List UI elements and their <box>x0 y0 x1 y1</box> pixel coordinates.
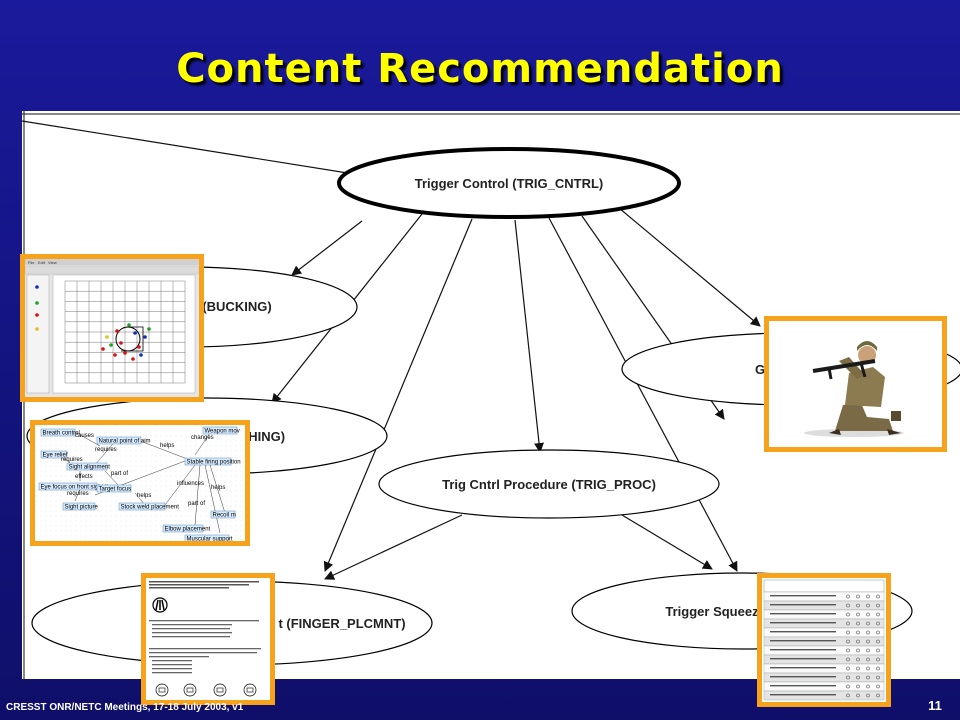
concept-link-label: helps <box>211 485 225 491</box>
svg-text:Sight picture: Sight picture <box>65 504 99 510</box>
svg-text:Trig Cntrl Procedure (TRIG_PRO: Trig Cntrl Procedure (TRIG_PROC) <box>442 477 656 492</box>
test-items-thumbnail[interactable] <box>141 573 275 705</box>
svg-text:Trigger Control (TRIG_CNTRL): Trigger Control (TRIG_CNTRL) <box>415 176 604 191</box>
svg-text:Breath control: Breath control <box>43 430 80 436</box>
grid-app-thumbnail[interactable]: File Edit View <box>20 254 204 402</box>
svg-text:Weapon mov: Weapon mov <box>205 428 240 434</box>
svg-text:Eye relief: Eye relief <box>43 452 68 458</box>
concept-link-label: effects <box>75 474 93 480</box>
svg-text:Target focus: Target focus <box>99 486 132 492</box>
concept-node: Sight picture <box>62 502 99 510</box>
svg-text:File: File <box>28 260 35 265</box>
concept-link-label: requires <box>95 447 117 453</box>
svg-text:Natural point of aim: Natural point of aim <box>99 438 151 444</box>
svg-text:View: View <box>48 260 57 265</box>
concept-link-label: requires <box>67 491 89 497</box>
grid-app-screenshot: File Edit View <box>25 259 199 397</box>
concept-node: Target focus <box>96 484 132 492</box>
concept-link-label: influences <box>177 481 204 487</box>
svg-text:G: G <box>755 362 765 377</box>
page-title: Content Recommendation <box>176 46 784 92</box>
concept-link-label: part of <box>111 471 128 477</box>
concept-link-label: helps <box>137 493 151 499</box>
svg-text:Elbow placement: Elbow placement <box>165 526 211 532</box>
svg-text:t (FINGER_PLCMNT): t (FINGER_PLCMNT) <box>278 616 405 631</box>
concept-node: Elbow placement <box>162 524 211 532</box>
svg-text:Trigger Squeez: Trigger Squeez <box>665 604 759 619</box>
concept-node: Stock weld placement <box>118 502 180 510</box>
concept-node: Natural point of aim <box>96 436 151 444</box>
concept-link-label: changes <box>191 435 214 441</box>
survey-table-thumbnail[interactable] <box>757 573 891 707</box>
svg-text:Stock weld placement: Stock weld placement <box>121 504 180 510</box>
survey-questionnaire <box>762 578 886 702</box>
edge-incoming <box>22 120 361 179</box>
svg-text:Recoil m: Recoil m <box>213 512 236 518</box>
svg-text:Edit: Edit <box>38 260 46 265</box>
node-trig-cntrl[interactable]: Trigger Control (TRIG_CNTRL) <box>337 147 681 219</box>
page-number: 11 <box>928 698 942 713</box>
concept-node: Muscular support <box>184 534 233 541</box>
svg-text:(BUCKING): (BUCKING) <box>202 299 271 314</box>
concept-node: Breath control <box>40 428 80 436</box>
concept-link-label: part of <box>188 501 205 507</box>
footer-meeting-info: CRESST ONR/NETC Meetings, 17-18 July 200… <box>6 702 244 713</box>
svg-text:CHING): CHING) <box>239 429 285 444</box>
concept-node: Stable firing position <box>184 457 241 465</box>
svg-text:Stable firing position: Stable firing position <box>187 459 241 465</box>
concept-node: Eye relief <box>40 450 68 458</box>
soldier-kneeling-rifle-image <box>769 321 942 447</box>
concept-link-label: helps <box>160 443 174 449</box>
test-items-page <box>146 578 270 700</box>
svg-text:Sight alignment: Sight alignment <box>69 464 111 470</box>
concept-node: Recoil m <box>210 510 236 518</box>
concept-node: Sight alignment <box>66 462 111 470</box>
svg-text:Muscular support: Muscular support <box>187 536 233 541</box>
svg-text:Eye focus on front sight tip: Eye focus on front sight tip <box>41 484 112 490</box>
shooter-silhouette-icon <box>152 597 168 613</box>
soldier-photo-thumbnail[interactable] <box>764 316 947 452</box>
edges <box>271 207 761 580</box>
node-trig-proc[interactable]: Trig Cntrl Procedure (TRIG_PROC) <box>378 449 720 519</box>
concept-node: Weapon mov <box>202 426 240 434</box>
concept-link-label: causes <box>75 433 94 439</box>
concept-link-label: requires <box>61 457 83 463</box>
